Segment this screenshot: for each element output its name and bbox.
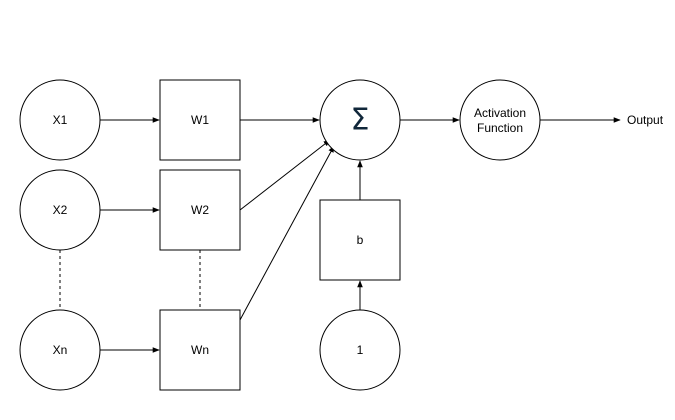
bias-box: b [319,199,401,281]
edge-wn-sum [239,145,335,321]
input-node-x2: X2 [19,169,101,251]
bias-input-node: 1 [319,309,401,391]
bias-label: b [357,233,364,247]
activation-label-line1: Activation [474,106,526,120]
weight-label-w2: W2 [191,203,209,217]
weight-box-w1: W1 [159,79,241,161]
input-node-xn: Xn [19,309,101,391]
summation-node: Σ [319,79,401,161]
input-node-x1: X1 [19,79,101,161]
output-label: Output [627,113,664,127]
edge-w2-sum [239,139,331,211]
weight-label-w1: W1 [191,113,209,127]
weight-box-wn: Wn [159,309,241,391]
input-label-x1: X1 [53,113,68,127]
activation-label-line2: Function [477,121,523,135]
weight-box-w2: W2 [159,169,241,251]
input-label-x2: X2 [53,203,68,217]
activation-node: Activation Function [459,79,541,161]
input-label-xn: Xn [53,343,68,357]
sigma-symbol: Σ [351,103,370,138]
weight-label-wn: Wn [191,343,209,357]
bias-input-label: 1 [357,343,364,357]
